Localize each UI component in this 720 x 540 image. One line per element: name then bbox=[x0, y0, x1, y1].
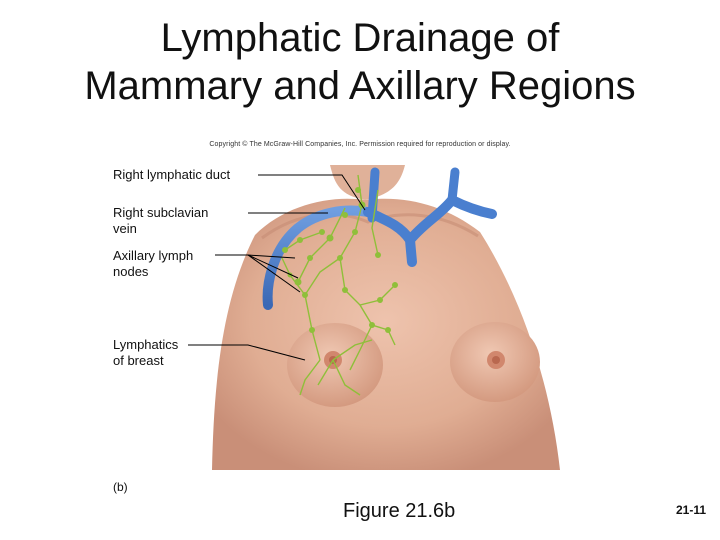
brachiocephalic-veins bbox=[363, 193, 497, 267]
page-number: 21-11 bbox=[676, 503, 707, 517]
label-right-lymphatic-duct: Right lymphatic duct bbox=[113, 167, 230, 183]
copyright-notice: Copyright © The McGraw-Hill Companies, I… bbox=[209, 141, 511, 148]
label-right-lymphatic-duct-text: Right lymphatic duct bbox=[113, 167, 231, 182]
page-title: Lymphatic Drainage of Mammary and Axilla… bbox=[0, 14, 720, 110]
label-axillary-lymph-nodes-line2: nodes bbox=[113, 264, 149, 279]
neck bbox=[330, 165, 405, 200]
lymph-nodes bbox=[282, 187, 398, 333]
label-right-subclavian-vein-line2: vein bbox=[113, 221, 137, 236]
label-lymphatics-of-breast-line2: of breast bbox=[113, 353, 164, 368]
right-subclavian-vein bbox=[262, 205, 373, 310]
figure-caption: Figure 21.6b bbox=[343, 500, 456, 522]
lymphatic-network bbox=[281, 174, 396, 396]
leader-right-lymphatic-duct bbox=[258, 174, 366, 211]
label-right-subclavian-vein: Right subclavian vein bbox=[113, 205, 208, 237]
leader-axillary-nodes-3 bbox=[247, 254, 301, 293]
torso-silhouette bbox=[212, 198, 560, 471]
leader-axillary-nodes-2 bbox=[247, 254, 299, 279]
label-axillary-lymph-nodes: Axillary lymph nodes bbox=[113, 248, 193, 280]
leader-lines bbox=[188, 174, 366, 361]
leader-lymphatics-breast bbox=[188, 344, 306, 361]
panel-letter: (b) bbox=[113, 480, 128, 494]
label-lymphatics-of-breast: Lymphatics of breast bbox=[113, 337, 178, 369]
label-lymphatics-of-breast-line1: Lymphatics bbox=[113, 337, 179, 352]
title-line-2: Mammary and Axillary Regions bbox=[84, 64, 636, 108]
title-line-1: Lymphatic Drainage of bbox=[160, 16, 560, 60]
label-axillary-lymph-nodes-line1: Axillary lymph bbox=[113, 248, 194, 263]
label-right-subclavian-vein-line1: Right subclavian bbox=[113, 205, 209, 220]
